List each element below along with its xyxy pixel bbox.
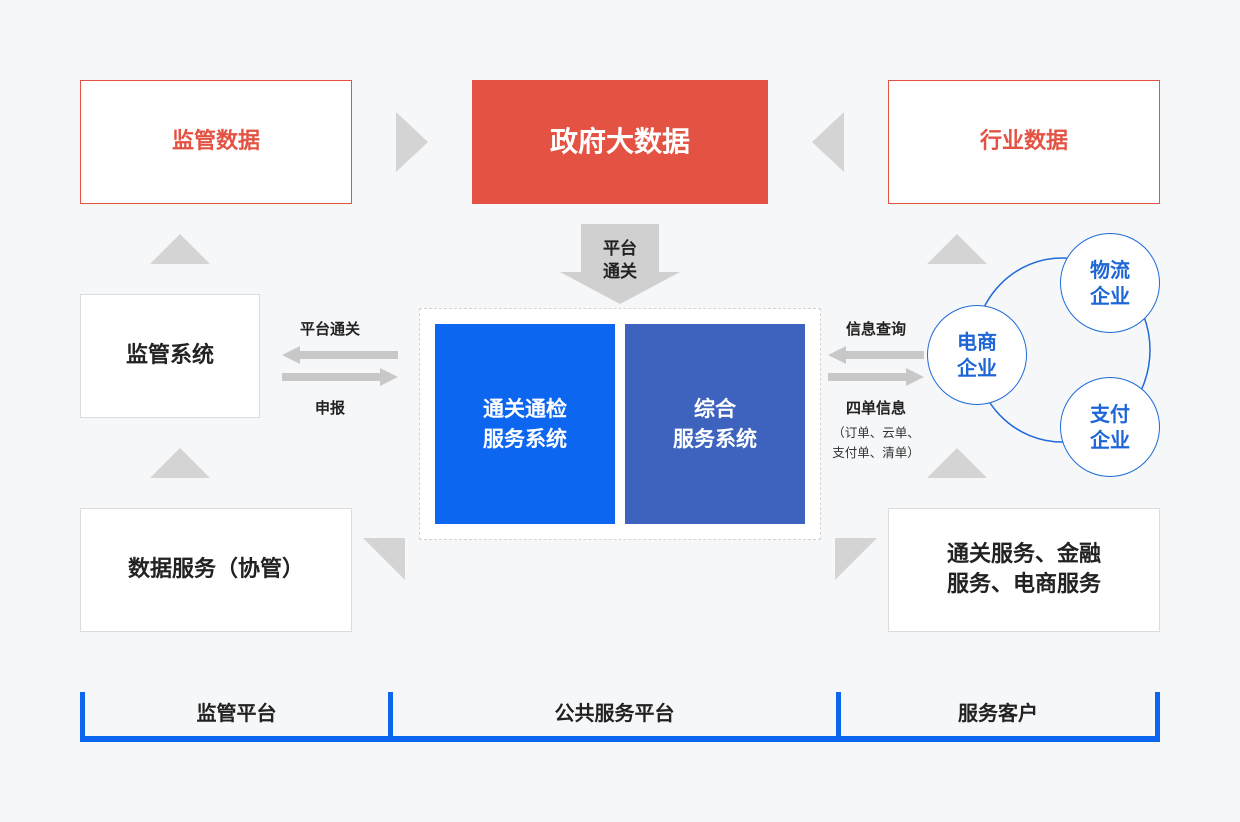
arrow-up-icon xyxy=(150,448,210,478)
arrow-right-icon xyxy=(828,368,924,386)
arrow-diagonal-icon xyxy=(363,538,405,580)
arrow-up-icon xyxy=(927,234,987,264)
declaration-label: 申报 xyxy=(314,399,345,417)
footer-divider xyxy=(836,692,841,742)
logistics-enterprise-label: 物流 企业 xyxy=(1090,258,1130,308)
ecommerce-enterprise-label: 电商 企业 xyxy=(957,330,997,380)
industry-data-box: 行业数据 xyxy=(888,80,1160,204)
footer-divider xyxy=(388,692,393,742)
arrow-left-icon xyxy=(812,112,844,172)
government-big-data-label: 政府大数据 xyxy=(549,125,690,158)
payment-enterprise-circle: 支付 企业 xyxy=(1060,377,1160,477)
arrow-left-icon xyxy=(282,346,398,364)
platform-customs-down-label: 平台 通关 xyxy=(603,239,637,282)
integrated-service-system-label: 综合 服务系统 xyxy=(673,397,757,451)
government-big-data-box: 政府大数据 xyxy=(472,80,768,204)
logistics-enterprise-circle: 物流 企业 xyxy=(1060,233,1160,333)
ecommerce-enterprise-circle: 电商 企业 xyxy=(927,305,1027,405)
industry-data-label: 行业数据 xyxy=(979,129,1068,154)
footer-divider xyxy=(1155,692,1160,742)
arrow-up-icon xyxy=(927,448,987,478)
footer-divider xyxy=(80,692,85,742)
data-service-box: 数据服务（协管） xyxy=(80,508,352,632)
client-services-box: 通关服务、金融 服务、电商服务 xyxy=(888,508,1160,632)
four-documents-label: 四单信息 xyxy=(845,399,906,417)
footer-bar xyxy=(80,736,1160,742)
payment-enterprise-label: 支付 企业 xyxy=(1090,402,1130,452)
supervision-system-box: 监管系统 xyxy=(80,294,260,418)
platform-customs-label: 平台通关 xyxy=(299,320,360,338)
supervision-data-box: 监管数据 xyxy=(80,80,352,204)
footer-public-service-platform: 公共服务平台 xyxy=(554,700,675,725)
customs-inspection-system-box: 通关通检 服务系统 xyxy=(435,324,615,524)
customs-inspection-system-label: 通关通检 服务系统 xyxy=(483,397,567,451)
footer-service-clients: 服务客户 xyxy=(958,700,1038,725)
arrow-right-icon xyxy=(282,368,398,386)
supervision-system-label: 监管系统 xyxy=(125,343,214,368)
arrow-right-icon xyxy=(396,112,428,172)
footer-supervision-platform: 监管平台 xyxy=(196,700,277,725)
arrow-down-icon xyxy=(560,224,680,304)
integrated-service-system-box: 综合 服务系统 xyxy=(625,324,805,524)
four-documents-note: （订单、云单、 支付单、清单） xyxy=(832,425,920,460)
info-query-label: 信息查询 xyxy=(845,320,906,338)
arrow-left-icon xyxy=(828,346,924,364)
client-services-label: 通关服务、金融 服务、电商服务 xyxy=(946,542,1101,597)
supervision-data-label: 监管数据 xyxy=(171,129,260,154)
arrow-diagonal-icon xyxy=(835,538,877,580)
arrow-up-icon xyxy=(150,234,210,264)
data-service-label: 数据服务（协管） xyxy=(127,557,304,582)
